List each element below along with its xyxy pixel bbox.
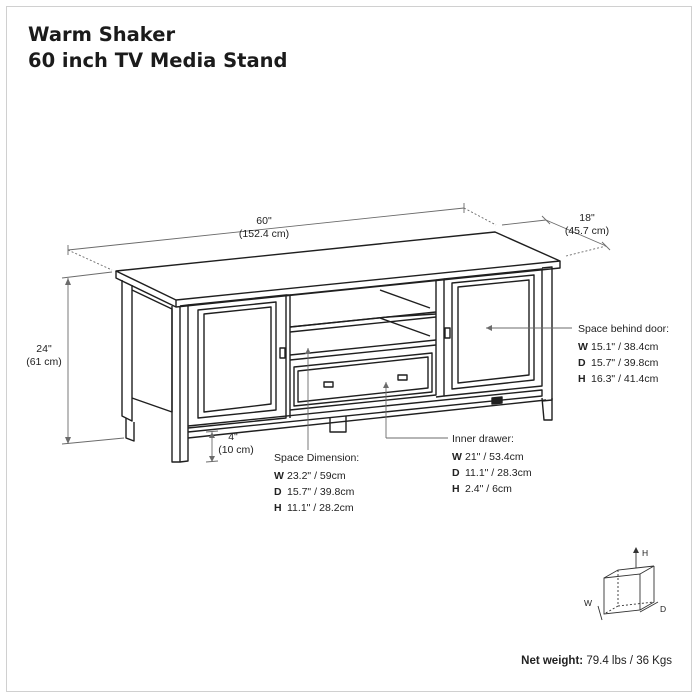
depth-extension-a xyxy=(501,219,547,226)
cube-top xyxy=(603,565,655,579)
space-behind-door-heading: Space behind door: xyxy=(578,323,669,335)
drawer-handle-left xyxy=(323,381,334,388)
space-h-key: H xyxy=(274,502,282,514)
width-dimension-line xyxy=(67,207,465,251)
drawer-d-key: D xyxy=(452,467,460,479)
right-front-leg xyxy=(541,266,553,402)
height-label-cm: (61 cm) xyxy=(26,356,62,368)
axis-w-label: W xyxy=(584,598,592,608)
drawer-h-value: 2.4" / 6cm xyxy=(465,483,512,495)
tv-stand-outline xyxy=(115,231,561,463)
bottom-rail-lower xyxy=(187,399,547,439)
space-dimension-heading: Space Dimension: xyxy=(274,452,359,464)
height-tick-bottom xyxy=(61,437,125,445)
right-door-handle xyxy=(444,327,451,339)
drawer-w-value: 21" / 53.4cm xyxy=(465,451,524,463)
left-back-leg xyxy=(121,280,133,422)
clearance-arrow-top xyxy=(209,432,215,438)
cube-hidden-edges xyxy=(603,570,655,615)
left-door-panel xyxy=(197,301,277,419)
door-h-key: H xyxy=(578,373,586,385)
height-tick-top xyxy=(61,271,113,279)
right-door-panel xyxy=(451,274,535,390)
space-callout-arrow xyxy=(305,348,311,354)
width-label-in: 60" xyxy=(256,215,272,227)
upper-shelf xyxy=(289,311,437,333)
drawer-w-key: W xyxy=(452,451,462,463)
drawer-front xyxy=(293,352,433,407)
clearance-label-in: 4" xyxy=(228,431,238,443)
axis-cube-icon xyxy=(597,549,659,621)
axis-h-arrow xyxy=(633,547,639,553)
center-right-stile xyxy=(435,278,445,398)
depth-label-cm: (45.7 cm) xyxy=(565,225,609,237)
front-left-leg-outer xyxy=(171,306,181,463)
width-label-cm: (152.4 cm) xyxy=(239,228,289,240)
depth-extension-b xyxy=(565,245,607,257)
depth-tick-a xyxy=(541,215,551,225)
left-door-frame xyxy=(187,294,287,429)
left-back-foot xyxy=(125,418,135,442)
lower-shelf-depth xyxy=(379,317,431,337)
dimension-arrowheads xyxy=(65,278,492,462)
door-d-key: D xyxy=(578,357,586,369)
clearance-tick-top xyxy=(205,430,219,433)
product-title: Warm Shaker 60 inch TV Media Stand xyxy=(28,22,288,74)
door-w-value: 15.1" / 38.4cm xyxy=(591,341,659,353)
axis-h-label: H xyxy=(642,548,648,558)
space-d-value: 15.7" / 39.8cm xyxy=(287,486,355,498)
door-callout-arrow xyxy=(486,325,492,331)
door-h-value: 16.3" / 41.4cm xyxy=(591,373,659,385)
drawer-handle-right xyxy=(397,374,408,381)
net-weight: Net weight: 79.4 lbs / 36 Kgs xyxy=(521,655,672,667)
right-front-foot xyxy=(541,397,553,421)
cube-front xyxy=(603,573,641,615)
axis-d-line xyxy=(639,601,659,613)
left-door-inset xyxy=(203,306,272,413)
right-door-frame xyxy=(443,268,543,397)
depth-label-in: 18" xyxy=(579,212,595,224)
center-opening xyxy=(289,279,437,411)
inner-drawer-heading: Inner drawer: xyxy=(452,433,514,445)
dimension-lines xyxy=(61,203,611,463)
net-weight-label: Net weight: xyxy=(521,655,584,667)
depth-dimension-line xyxy=(545,219,607,247)
left-door-handle xyxy=(279,347,286,359)
drawer-h-key: H xyxy=(452,483,460,495)
front-left-leg xyxy=(179,304,189,463)
title-line-1: Warm Shaker xyxy=(28,23,176,46)
axis-d-label: D xyxy=(660,604,666,614)
space-w-value: 23.2" / 59cm xyxy=(287,470,346,482)
right-door-inset xyxy=(457,279,530,384)
height-arrow-top xyxy=(65,278,71,285)
lower-shelf xyxy=(289,339,437,361)
height-arrow-bottom xyxy=(65,437,71,444)
door-w-key: W xyxy=(578,341,588,353)
bottom-rail xyxy=(187,389,543,433)
drawer-callout-arrow xyxy=(383,382,389,388)
center-support-foot xyxy=(329,416,347,433)
width-extension-right xyxy=(463,207,497,226)
left-side-panel xyxy=(131,289,173,413)
drawer-d-value: 11.1" / 28.3cm xyxy=(465,467,532,479)
upper-shelf-depth xyxy=(379,289,431,309)
drawer-inset xyxy=(297,356,429,403)
clearance-arrow-bottom xyxy=(209,456,215,462)
axis-w-line xyxy=(597,605,603,621)
door-d-value: 15.7" / 39.8cm xyxy=(591,357,659,369)
space-w-key: W xyxy=(274,470,284,482)
title-line-2: 60 inch TV Media Stand xyxy=(28,49,288,72)
height-label-in: 24" xyxy=(36,343,52,355)
back-foot-shadow xyxy=(491,396,503,405)
width-extension-left xyxy=(67,249,113,271)
clearance-label-cm: (10 cm) xyxy=(218,444,254,456)
space-h-value: 11.1" / 28.2cm xyxy=(287,502,354,514)
space-d-key: D xyxy=(274,486,282,498)
net-weight-value: 79.4 lbs / 36 Kgs xyxy=(586,655,672,667)
